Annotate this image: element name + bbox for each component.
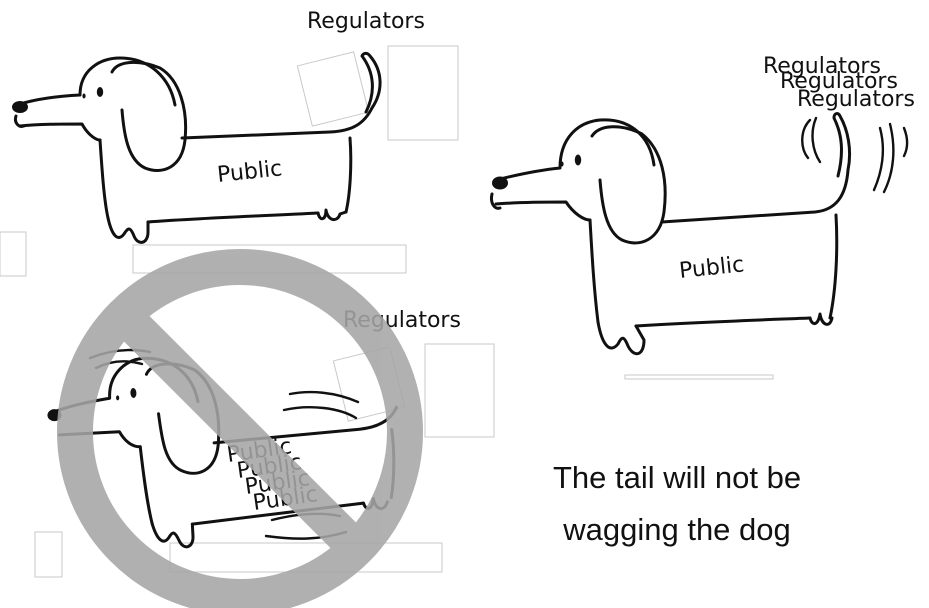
ghost-box	[625, 375, 773, 379]
eye-icon	[560, 162, 563, 167]
dog-body-label: Public	[678, 252, 745, 284]
eye-icon	[130, 388, 137, 398]
dog-right: Public Regulators Regulators Regulators	[491, 54, 914, 354]
nose-icon	[492, 177, 508, 190]
ghost-box	[0, 232, 26, 276]
dog-body-label: Public	[216, 156, 283, 188]
dog-tail-label: Regulators	[307, 9, 425, 34]
eye-icon	[97, 87, 103, 97]
eye-icon	[116, 395, 119, 400]
nose-icon	[12, 101, 28, 113]
ghost-box	[297, 52, 368, 126]
ghost-box	[388, 46, 458, 140]
ghost-box	[35, 532, 62, 577]
eye-icon	[575, 155, 581, 166]
caption-line-1: The tail will not be	[553, 460, 801, 495]
dog-tail-label: Regulators	[797, 87, 915, 112]
eye-icon	[82, 94, 85, 99]
dog-top-left: Public Regulators	[12, 9, 425, 242]
caption-line-2: wagging the dog	[562, 512, 791, 547]
ghost-box	[425, 344, 494, 437]
